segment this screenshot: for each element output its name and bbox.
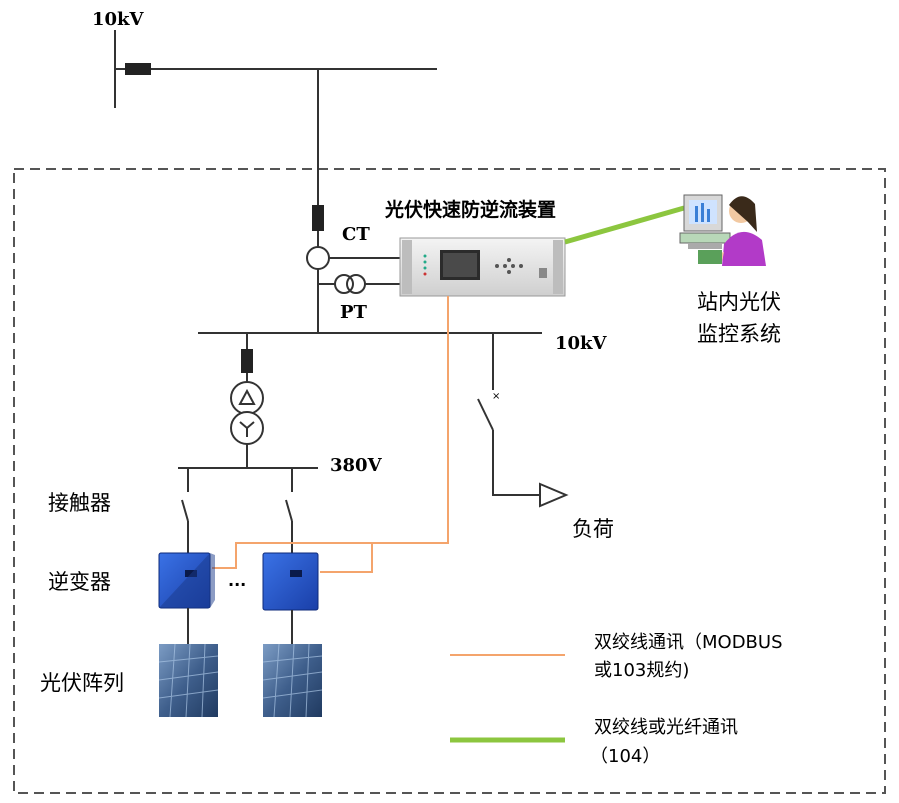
switch-mark: × [492, 391, 500, 402]
pv-array-label: 光伏阵列 [40, 671, 124, 695]
load-label: 负荷 [572, 517, 614, 541]
legend-fiber-line1: 双绞线或光纤通讯 [594, 717, 738, 738]
transformer-icon [230, 381, 264, 445]
switch-icon [285, 499, 293, 522]
monitor-label-line2: 监控系统 [697, 322, 781, 346]
legend-twisted-pair-line2: 或103规约) [594, 660, 689, 681]
contactor-label: 接触器 [48, 491, 111, 515]
load-feeder-lower [492, 430, 540, 496]
legend-twisted-pair-line1: 双绞线通讯（MODBUS [594, 632, 783, 653]
legend-fiber-line2: （104） [590, 746, 660, 767]
fiber-comm-link [564, 205, 685, 245]
device-title: 光伏快速防逆流装置 [384, 198, 556, 221]
switch-icon [477, 398, 494, 431]
device-panel-icon [399, 237, 566, 297]
breaker-icon [312, 205, 324, 231]
station-bus-voltage-label: 10kV [555, 333, 608, 354]
switch-icon [181, 499, 189, 522]
monitor-label-line1: 站内光伏 [697, 290, 781, 314]
inverter-ellipsis: ··· [228, 575, 246, 594]
inverter-label: 逆变器 [48, 570, 111, 594]
top-bus-voltage-label: 10kV [92, 9, 145, 30]
solar-panel-icon [262, 643, 323, 718]
pt-label: PT [340, 302, 368, 323]
ct-label: CT [342, 224, 370, 245]
ct-icon [306, 246, 330, 270]
solar-panel-icon [158, 643, 219, 718]
station-boundary [13, 168, 886, 794]
inverter-icon [158, 552, 215, 609]
inverter-icon [262, 552, 319, 611]
lv-bus-voltage-label: 380V [330, 455, 383, 476]
load-arrow-icon [539, 482, 569, 508]
operator-icon [679, 194, 766, 266]
breaker-icon [241, 349, 253, 373]
twisted-pair-comm-link [212, 296, 449, 573]
breaker-icon [125, 63, 151, 75]
